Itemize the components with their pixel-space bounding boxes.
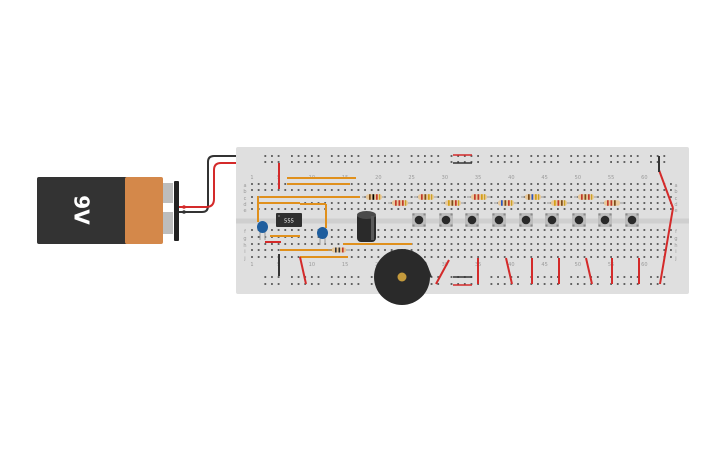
pushbutton[interactable]	[519, 213, 533, 227]
column-label-top: 60	[641, 175, 647, 181]
row-label: g	[243, 236, 246, 242]
pushbutton[interactable]	[412, 213, 426, 227]
row-label: c	[675, 196, 678, 202]
row-label: a	[674, 183, 677, 189]
pushbutton-array[interactable]	[412, 213, 639, 227]
column-label-bottom: 60	[641, 262, 647, 268]
ceramic-capacitor-2[interactable]	[317, 227, 328, 245]
resistor-bottom[interactable]	[328, 247, 350, 253]
row-label: j	[674, 256, 676, 262]
column-label-top: 50	[575, 175, 581, 181]
resistor[interactable]	[600, 200, 624, 206]
ic-label: 555	[284, 219, 294, 225]
column-label-top: 40	[508, 175, 514, 181]
pushbutton[interactable]	[465, 213, 479, 227]
column-label-bottom: 10	[309, 262, 315, 268]
row-label: f	[675, 229, 677, 235]
column-label-bottom: 30	[442, 262, 448, 268]
wire-black-battery[interactable]	[178, 155, 268, 213]
row-label: c	[244, 196, 247, 202]
resistor[interactable]	[441, 200, 465, 206]
row-label: e	[243, 208, 246, 214]
column-label-bottom: 15	[342, 262, 348, 268]
row-label: d	[243, 202, 246, 208]
resistor-array[interactable]	[362, 194, 624, 206]
piezo-buzzer[interactable]	[374, 249, 430, 305]
row-label: d	[674, 202, 677, 208]
resistor[interactable]	[547, 200, 571, 206]
column-label-top: 20	[375, 175, 381, 181]
row-label: h	[674, 243, 677, 249]
battery-label: 9V	[70, 195, 94, 225]
row-label: h	[243, 243, 246, 249]
battery-9v[interactable]: 9V	[37, 177, 186, 244]
column-label-top: 55	[608, 175, 614, 181]
pushbutton[interactable]	[492, 213, 506, 227]
row-label: b	[674, 189, 677, 195]
resistor[interactable]	[494, 200, 518, 206]
column-label-bottom: 1	[250, 262, 253, 268]
jumper-wires-red[interactable]	[265, 163, 674, 285]
resistor[interactable]	[574, 194, 598, 200]
column-label-top: 25	[408, 175, 414, 181]
column-label-bottom: 45	[541, 262, 547, 268]
pushbutton[interactable]	[625, 213, 639, 227]
row-label: e	[674, 208, 677, 214]
row-label: i	[244, 249, 245, 255]
resistor[interactable]	[467, 194, 491, 200]
pushbutton[interactable]	[439, 213, 453, 227]
ic-555[interactable]: 555	[276, 213, 302, 227]
pushbutton[interactable]	[545, 213, 559, 227]
column-label-top: 1	[250, 175, 253, 181]
column-label-top: 35	[475, 175, 481, 181]
resistor[interactable]	[388, 200, 412, 206]
wire-red-battery[interactable]	[178, 162, 268, 208]
column-label-top: 45	[541, 175, 547, 181]
ceramic-capacitor-1[interactable]	[257, 221, 268, 240]
row-label: j	[243, 256, 245, 262]
column-label-bottom: 40	[508, 262, 514, 268]
row-label: b	[243, 189, 246, 195]
pushbutton[interactable]	[572, 213, 586, 227]
pushbutton[interactable]	[598, 213, 612, 227]
resistor[interactable]	[362, 194, 386, 200]
column-label-bottom: 50	[575, 262, 581, 268]
row-label: f	[244, 229, 246, 235]
row-label: i	[675, 249, 676, 255]
resistor[interactable]	[521, 194, 545, 200]
column-label-top: 30	[442, 175, 448, 181]
electrolytic-capacitor[interactable]	[357, 211, 376, 242]
resistor[interactable]	[414, 194, 438, 200]
row-label: g	[674, 236, 677, 242]
row-label: a	[243, 183, 246, 189]
